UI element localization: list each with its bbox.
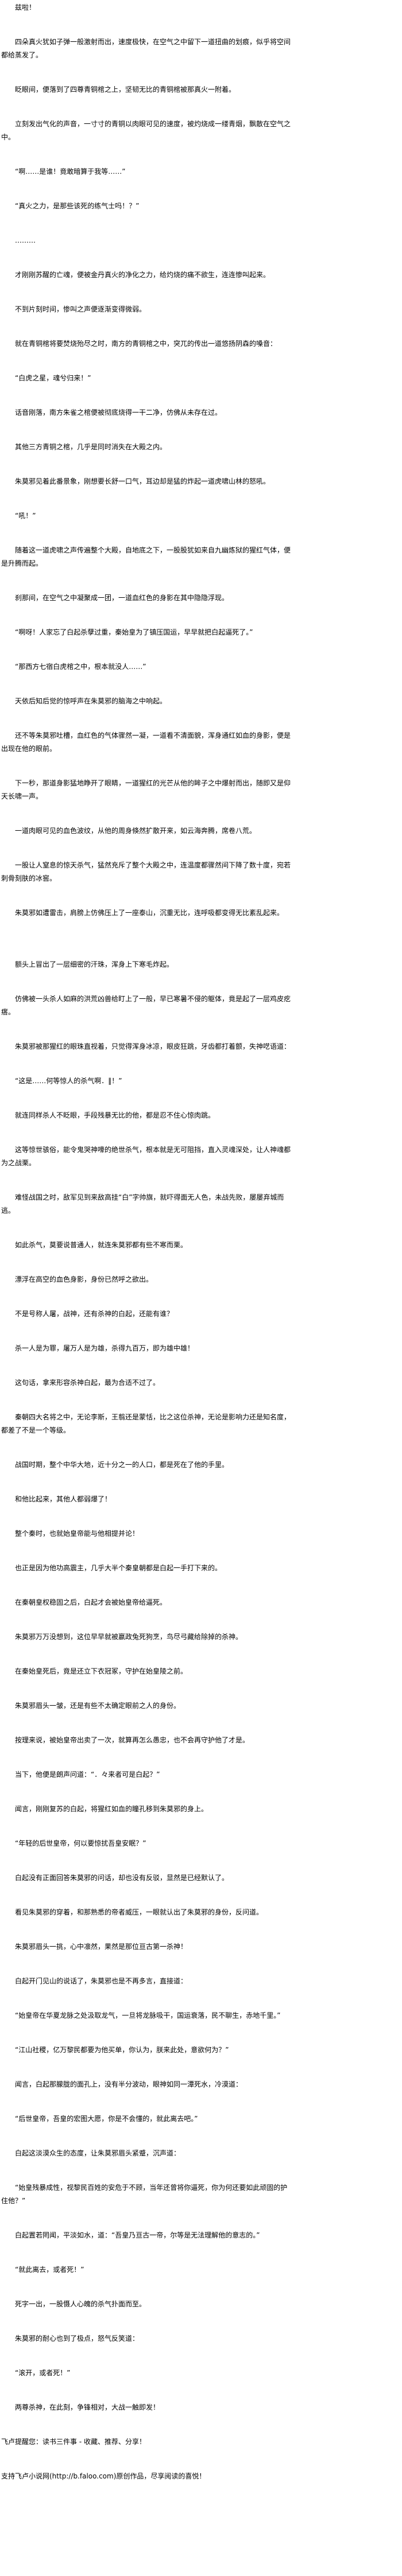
- paragraph: 刹那间，在空气之中凝聚成一团，一道血红色的身影在其中隐隐浮现。: [15, 594, 229, 602]
- footer-reminder: 飞卢提醒您：读书三件事 - 收藏、推荐、分享！: [1, 2438, 146, 2446]
- paragraph: 漂浮在高空的血色身影，身份已然呼之欲出。: [15, 1275, 153, 1283]
- paragraph: “年轻的后世皇帝，何以要惊扰吾皇安眠？”: [15, 1839, 146, 1847]
- paragraph: 闻言，刚刚复苏的白起，将猩红如血的瞳孔移到朱莫邪的身上。: [15, 1805, 208, 1813]
- paragraph: 当下，他便是朗声问道：“．々来者可是白起？”: [15, 1770, 160, 1779]
- paragraph: “这是……何等惊人的杀气啊．‖！”: [15, 1077, 122, 1085]
- paragraph: 眨眼间，便落到了四尊青铜棺之上，坚韧无比的青铜棺被那真火一附着。: [15, 85, 236, 94]
- paragraph: 不是号称人屠，战神，还有杀神的白起，还能有谁？: [15, 1310, 174, 1318]
- paragraph: 兹啦！: [15, 3, 36, 11]
- paragraph: 白起置若罔闻，平淡如水，道：“吾皇乃亘古一帝，尔等是无法理解他的意志的。”: [15, 2231, 260, 2239]
- paragraph: “白虎之星，魂兮归来！”: [15, 374, 91, 382]
- paragraph: 仿佛被一头杀人如麻的洪荒凶兽给盯上了一般，早已寒暑不侵的躯体，竟是起了一层鸡皮疙…: [1, 995, 291, 1016]
- chapter-content: 兹啦！ 四朵真火犹如子弹一般激射而出，速度极快，在空气之中留下一道扭曲的划痕，似乎…: [1, 1, 294, 2480]
- paragraph: 才刚刚苏醒的亡魂，便被金丹真火的净化之力，给灼烧的痛不欲生，连连惨叫起来。: [15, 271, 270, 279]
- paragraph: 朱莫邪的耐心也到了极点，怒气反笑道：: [15, 2334, 140, 2342]
- paragraph: 杀一人是为罪，屠万人是为雄，杀得九百万，即为雄中雄！: [15, 1344, 195, 1352]
- paragraph: 天依后知后觉的惊呼声在朱莫邪的脑海之中响起。: [15, 697, 167, 705]
- paragraph: 白起开门见山的说话了，朱莫邪也是不再多言，直接道：: [15, 1977, 188, 1985]
- paragraph: 战国时期，整个中华大地，近十分之一的人口，都是死在了他的手里。: [15, 1461, 229, 1469]
- paragraph: 在秦始皇死后，竟是还立下衣冠冢，守护在始皇陵之前。: [15, 1667, 188, 1675]
- paragraph: 如此杀气，莫要说普通人，就连朱莫邪都有些不寒而栗。: [15, 1241, 188, 1249]
- paragraph: 随着这一道虎啸之声传遍整个大殿，自地底之下，一股股犹如来自九幽炼狱的猩红气体，便…: [1, 546, 291, 567]
- paragraph: 四朵真火犹如子弹一般激射而出，速度极快，在空气之中留下一道扭曲的划痕，似乎将空间…: [1, 38, 291, 59]
- paragraph: 朱莫邪眉头一皱，还是有些不太确定眼前之人的身份。: [15, 1702, 181, 1710]
- paragraph: 就在青铜棺将要焚烧殆尽之时，南方的青铜棺之中，突兀的传出一道悠扬阴森的嗓音：: [15, 340, 277, 348]
- paragraph: “真火之力，是那些该死的练气士吗！？”: [15, 202, 140, 210]
- paragraph: 其他三方青铜之棺，几乎是同时消失在大殿之内。: [15, 443, 167, 451]
- paragraph: “始皇帝在华夏龙脉之处汲取龙气，一旦将龙脉吸干，国运衰落，民不聊生，赤地千里。”: [15, 2011, 281, 2019]
- paragraph: 两尊杀神，在此刻，争锋相对，大战一触即发！: [15, 2403, 160, 2411]
- paragraph: “始皇残暴成性，视黎民百姓的安危于不顾，当年还曾将你逼死，你为何还要如此顽固的护…: [1, 2184, 288, 2205]
- paragraph: 白起这淡漠众生的态度，让朱莫邪眉头紧蹙，沉声道：: [15, 2149, 181, 2157]
- paragraph: 朱莫邪万万没想到，这位早早就被嬴政兔死狗烹，鸟尽弓藏给除掉的杀神。: [15, 1633, 243, 1641]
- paragraph: 在秦朝皇权稳固之后，白起才会被始皇帝给逼死。: [15, 1598, 167, 1606]
- paragraph: “滚开，或者死！”: [15, 2369, 71, 2377]
- paragraph: “啊……是谁！竟敢暗算于我等……”: [15, 168, 126, 176]
- paragraph: 看见朱莫邪的穿着，和那熟悉的帝者威压，一眼就认出了朱莫邪的身份，反问道。: [15, 1908, 264, 1916]
- paragraph: 朱莫邪眉头一挑，心中凛然，果然是那位亘古第一杀神！: [15, 1943, 188, 1951]
- paragraph: 朱莫邪被那猩红的眼珠直视着，只觉得浑身冰凉，眼皮狂跳，牙齿都打着颤，失神呓语道：: [15, 1042, 291, 1050]
- paragraph: 死字一出，一股慑人心魄的杀气扑面而至。: [15, 2300, 146, 2308]
- paragraph: 这等惊世骇俗，能令鬼哭神嚎的绝世杀气，根本就是无可阻挡，直入灵魂深处，让人神魂都…: [1, 1146, 291, 1167]
- paragraph: 也正是因为他功高震主，几乎大半个秦皇朝都是白起一手打下来的。: [15, 1564, 222, 1572]
- paragraph: 按理来说，被始皇帝出卖了一次，就算再怎么愚忠，也不会再守护他了才是。: [15, 1736, 250, 1744]
- paragraph: “后世皇帝，吾皇的宏图大愿，你是不会懂的，就此离去吧。”: [15, 2115, 198, 2123]
- paragraph: “那西方七宿白虎棺之中，根本就没人……”: [15, 663, 146, 671]
- paragraph: 秦朝四大名将之中，无论李斯，王翦还是蒙恬，比之这位杀神，无论是影响力还是知名度，…: [1, 1413, 291, 1434]
- paragraph: 一股让人窒息的惊天杀气，猛然充斥了整个大殿之中，连温度都骤然间下降了数十度，宛若…: [1, 861, 291, 882]
- paragraph: “啊呀！人家忘了白起杀孽过重，秦始皇为了镇压国运，早早就把白起逼死了。”: [15, 628, 253, 636]
- paragraph: 话音刚落，南方朱雀之棺便被彻底烧得一干二净，仿佛从未存在过。: [15, 408, 222, 417]
- paragraph: 下一秒，那道身影猛地睁开了眼睛，一道猩红的光芒从他的眸子之中爆射而出，随即又是仰…: [1, 779, 291, 800]
- paragraph: 和他比起来，其他人都弱爆了！: [15, 1495, 112, 1503]
- paragraph: 还不等朱莫邪吐槽，血红色的气体骤然一凝，一道看不清面貌，浑身通红如血的身影，便是…: [1, 731, 291, 753]
- paragraph: 闻言，白起那朦胧的面孔上，没有半分波动，眼神如同一潭死水，冷漠道：: [15, 2080, 243, 2088]
- footer-support: 支持飞卢小说网(http://b.faloo.com)原创作品，尽享阅读的喜悦！: [1, 2472, 206, 2480]
- paragraph: 立刻发出气化的声音，一寸寸的青铜以肉眼可见的速度，被灼烧成一缕青烟，飘散在空气之…: [1, 120, 291, 141]
- paragraph: “江山社稷，亿万黎民都要为他买单，你认为，朕来此处，意欲何为？”: [15, 2046, 229, 2054]
- paragraph: 就连同样杀人不眨眼，手段残暴无比的他，都是忍不住心惊肉跳。: [15, 1111, 215, 1119]
- paragraph: 一道肉眼可见的血色波纹，从他的周身倏然扩散开来，如云海奔腾，席卷八荒。: [15, 827, 257, 835]
- paragraph: 朱莫邪如遭雷击，肩膀上仿佛压上了一座泰山，沉重无比，连呼吸都变得无比紊乱起来。: [15, 909, 284, 917]
- paragraph: 不到片刻时间，惨叫之声便逐渐变得微弱。: [15, 305, 146, 313]
- paragraph: 朱莫邪见着此番景象，刚想要长舒一口气，耳边却是猛的炸起一道虎啸山林的怒吼。: [15, 477, 270, 485]
- paragraph: 整个秦时，也就始皇帝能与他相提并论！: [15, 1530, 140, 1538]
- paragraph: 额头上冒出了一层细密的汗珠，浑身上下寒毛炸起。: [15, 960, 174, 968]
- paragraph: “就此离去，或者死！”: [15, 2266, 84, 2274]
- paragraph: ………: [15, 236, 36, 244]
- chapter-paragraphs: 兹啦！ 四朵真火犹如子弹一般激射而出，速度极快，在空气之中留下一道扭曲的划痕，似乎…: [1, 1, 294, 2414]
- paragraph: 难怪战国之时，敌军见到来敌高挂“白”字帅旗，就吓得面无人色，未战先败，屡屡弃城而…: [1, 1193, 284, 1215]
- paragraph: 白起没有正面回答朱莫邪的问话，却也没有反驳，显然是已经默认了。: [15, 1874, 229, 1882]
- paragraph: 这句话，拿来形容杀神白起，最为合适不过了。: [15, 1379, 160, 1387]
- paragraph: “吼！”: [15, 512, 36, 520]
